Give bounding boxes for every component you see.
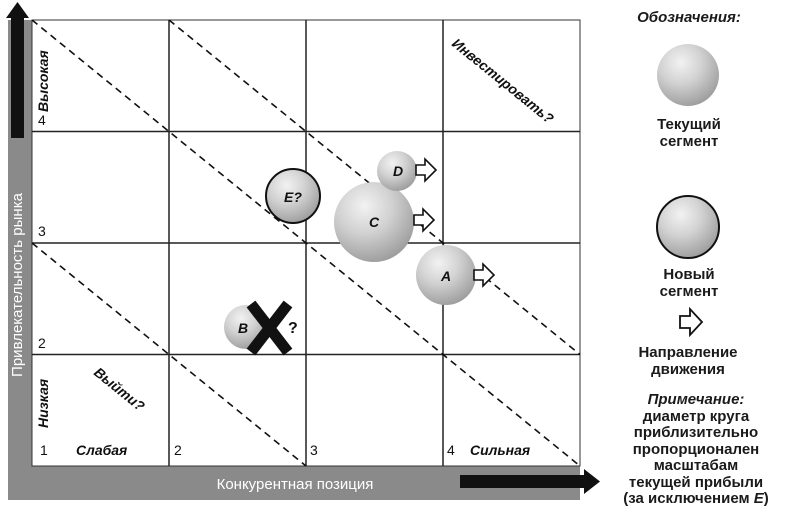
x-tick-2: 2 xyxy=(174,442,182,458)
x-high-label: Сильная xyxy=(470,442,530,458)
y-high-label: Высокая xyxy=(35,50,51,112)
note-line-6-prefix: (за исключением xyxy=(623,490,754,507)
legend-direction-arrow-icon xyxy=(679,306,704,338)
segment-a-label: A xyxy=(440,268,451,284)
invest-zone-label: Инвестировать? xyxy=(449,35,557,127)
note-line-5: текущей прибыли xyxy=(628,473,764,491)
legend-note: Примечание: диаметр круга приблизительно… xyxy=(606,391,786,508)
note-line-4: масштабам xyxy=(653,457,739,474)
segment-d-arrow-icon xyxy=(415,157,438,183)
segment-d-label: D xyxy=(393,163,403,179)
segment-e: E? xyxy=(265,168,321,224)
y-axis-arrow xyxy=(6,2,29,138)
note-line-3: пропорционален xyxy=(632,440,760,458)
segment-a-arrow-icon xyxy=(473,262,496,288)
y-tick-2: 2 xyxy=(38,335,46,351)
segment-b-label: B xyxy=(238,320,248,336)
note-line-2: приблизительно xyxy=(633,424,759,441)
segment-d: D xyxy=(377,151,438,191)
segment-c-circle xyxy=(334,182,414,262)
segment-d-circle xyxy=(377,151,417,191)
segment-b: B ? xyxy=(224,300,298,356)
exit-zone-label: Выйти? xyxy=(91,364,148,415)
note-line-6-suffix: ) xyxy=(763,490,769,507)
segment-c: C xyxy=(334,182,436,262)
cross-mark-icon xyxy=(246,300,293,356)
segment-e-circle xyxy=(265,168,321,224)
legend-current-line1: Текущий xyxy=(657,116,721,133)
note-header: Примечание: xyxy=(647,391,745,408)
legend-direction-line1: Направление xyxy=(638,344,738,361)
note-line-6: (за исключением E) xyxy=(606,490,786,508)
legend-current-line2: сегмент xyxy=(659,133,719,150)
legend-current-segment-icon xyxy=(657,44,719,106)
legend-direction-line2: движения xyxy=(651,361,725,378)
legend-direction-label: Направление движения xyxy=(596,344,780,378)
note-line-6-em: E xyxy=(753,490,764,507)
x-tick-1: 1 xyxy=(40,442,48,458)
segment-a-circle xyxy=(416,245,476,305)
note-line-1: диаметр круга xyxy=(642,407,750,425)
x-tick-3: 3 xyxy=(310,442,318,458)
segment-a: A xyxy=(416,245,496,305)
legend-new-segment-icon xyxy=(656,195,720,259)
x-tick-4: 4 xyxy=(447,442,455,458)
legend-new-line1: Новый xyxy=(663,266,715,283)
y-tick-3: 3 xyxy=(38,223,46,239)
x-axis-title: Конкурентная позиция xyxy=(217,476,374,493)
legend-new-line2: сегмент xyxy=(659,283,719,300)
legend-title: Обозначения: xyxy=(637,9,741,26)
segment-e-label: E? xyxy=(284,189,302,205)
legend-current-label: Текущий сегмент xyxy=(604,116,774,150)
y-axis-title: Привлекательность рынка xyxy=(9,192,26,377)
x-axis-arrow xyxy=(460,469,600,494)
y-low-label: Низкая xyxy=(35,379,51,428)
legend-new-label: Новый сегмент xyxy=(604,266,774,300)
segment-c-arrow-icon xyxy=(413,207,436,233)
x-low-label: Слабая xyxy=(76,442,127,458)
y-tick-4: 4 xyxy=(38,112,46,128)
segment-b-question: ? xyxy=(288,320,298,337)
segment-c-label: C xyxy=(369,214,380,230)
